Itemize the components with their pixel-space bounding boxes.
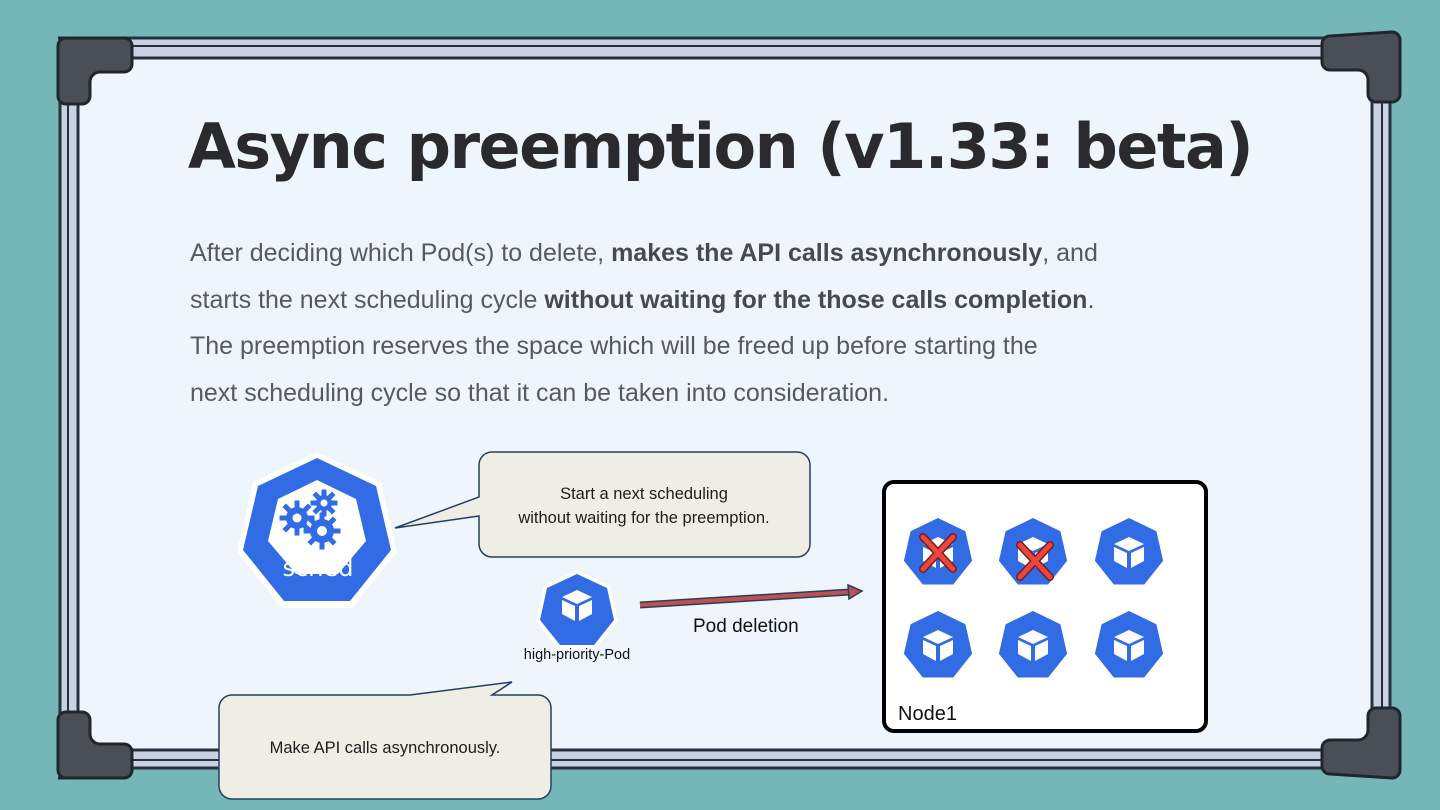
para-line-2b: without waiting for the those calls comp… bbox=[544, 285, 1088, 314]
cube-icon bbox=[923, 630, 953, 661]
bubble-next-line-1: Start a next scheduling bbox=[560, 485, 728, 503]
high-priority-pod-icon bbox=[536, 570, 618, 649]
gear-icon bbox=[279, 489, 341, 550]
pod-icon bbox=[1092, 608, 1166, 681]
pod-deletion-arrow bbox=[639, 583, 864, 609]
cube-icon bbox=[1114, 537, 1144, 568]
bubble-api-text: Make API calls asynchronously. bbox=[269, 739, 501, 757]
delete-cross-icon bbox=[1016, 541, 1054, 581]
para-line-4: next scheduling cycle so that it can be … bbox=[190, 378, 890, 407]
para-line-1c: , and bbox=[1042, 239, 1098, 267]
pod-label: high-priority-Pod bbox=[523, 647, 631, 663]
bubble-next-text: Start a next scheduling without waiting … bbox=[480, 482, 808, 530]
cube-icon bbox=[1114, 630, 1144, 661]
scheduler-label: sched bbox=[282, 554, 354, 582]
bubble-api-calls bbox=[218, 681, 552, 800]
para-line-2a: starts the next scheduling cycle bbox=[190, 285, 545, 314]
deleted-pod-icon bbox=[996, 515, 1070, 588]
pod-icon bbox=[1092, 515, 1166, 588]
pod-icon bbox=[996, 608, 1070, 681]
pod-icon bbox=[901, 608, 975, 681]
para-line-1b: makes the API calls asynchronously bbox=[611, 239, 1043, 267]
bubble-next-scheduling bbox=[394, 451, 811, 558]
node-label: Node1 bbox=[898, 703, 957, 725]
board-corners bbox=[56, 30, 1402, 780]
para-line-2c: . bbox=[1087, 285, 1095, 314]
para-line-1a: After deciding which Pod(s) to delete, bbox=[190, 239, 612, 267]
cube-icon bbox=[562, 590, 592, 621]
para-line-3: The preemption reserves the space which … bbox=[190, 332, 1038, 360]
delete-cross-icon bbox=[919, 533, 957, 573]
cube-icon bbox=[1018, 630, 1048, 661]
description: After deciding which Pod(s) to delete, m… bbox=[190, 230, 1280, 416]
arrow-label: Pod deletion bbox=[693, 616, 799, 637]
scheduler-icon bbox=[237, 452, 397, 608]
page-title: Async preemption (v1.33: beta) bbox=[187, 110, 1254, 183]
deleted-pod-icon bbox=[901, 515, 975, 588]
bubble-next-line-2: without waiting for the preemption. bbox=[518, 509, 770, 527]
node-pods bbox=[901, 515, 1166, 681]
